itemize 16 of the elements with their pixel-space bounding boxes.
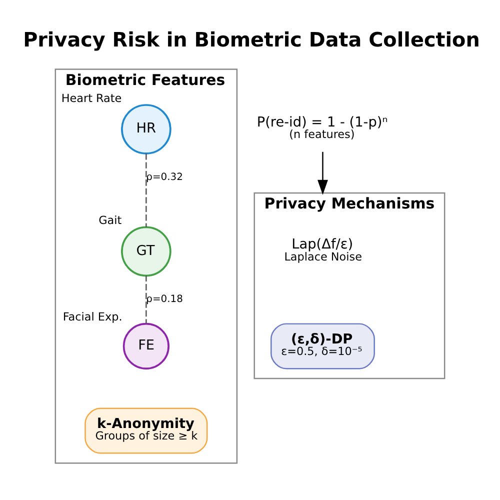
connector — [146, 275, 147, 324]
node-text: P(re-id) = 1 - (1-p)ⁿ (n features) — [256, 114, 388, 142]
arrow — [318, 152, 328, 195]
node-circle: GT — [121, 226, 172, 277]
connector — [146, 154, 147, 228]
edge-label: ρ=0.32 — [146, 172, 183, 183]
node-label: Facial Exp. — [62, 310, 122, 324]
node-label: Heart Rate — [61, 92, 122, 105]
node-box: (ε,δ)-DP ε=0.5, δ=10⁻⁵ — [270, 323, 375, 370]
node-circle: FE — [122, 322, 170, 370]
node-text: Lap(Δf/ε) Laplace Noise — [284, 236, 362, 264]
node-box: k-Anonymity Groups of size ≥ k — [84, 408, 208, 454]
edge-label: ρ=0.18 — [146, 294, 183, 305]
node-circle: HR — [121, 104, 172, 154]
diagram-title: Privacy Risk in Biometric Data Collection — [23, 28, 480, 52]
node-label: Gait — [98, 214, 122, 227]
